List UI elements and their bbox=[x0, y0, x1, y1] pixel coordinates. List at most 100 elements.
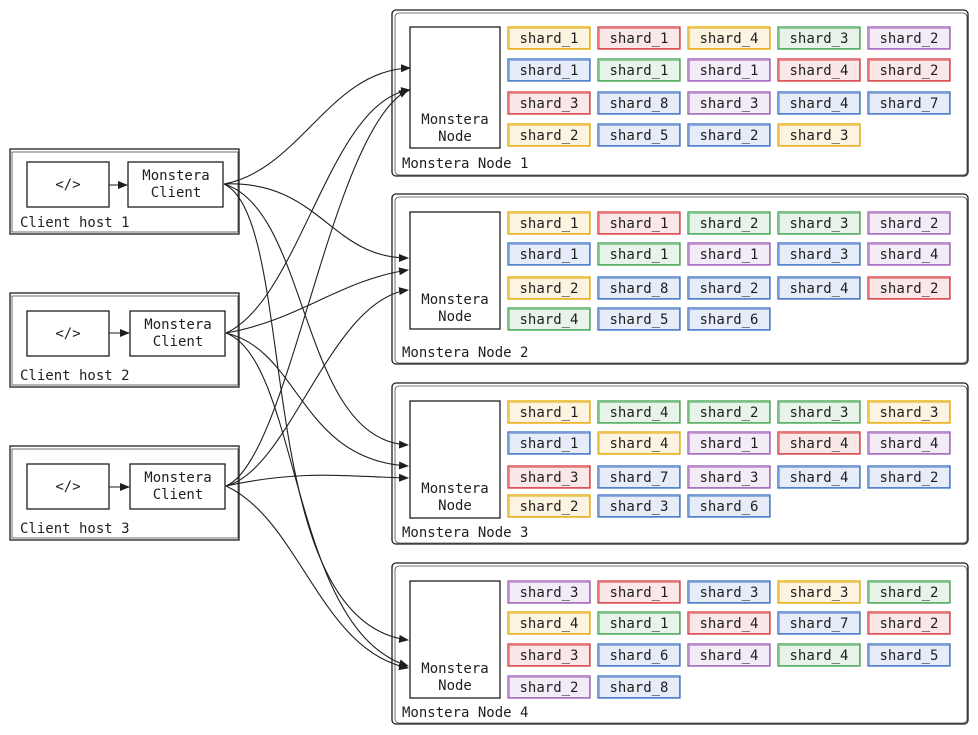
shard-chip: shard_4 bbox=[507, 611, 591, 635]
client-label-line2: Client bbox=[153, 487, 204, 503]
node-label-line2: Node bbox=[438, 498, 472, 514]
shard-label: shard_1 bbox=[609, 585, 668, 601]
node-process-box bbox=[409, 580, 501, 699]
shard-chip: shard_3 bbox=[777, 211, 861, 235]
shard-chip: shard_1 bbox=[507, 400, 591, 424]
shard-label: shard_1 bbox=[609, 63, 668, 79]
shard-chip: shard_3 bbox=[507, 465, 591, 489]
node-label-line1: Monstera bbox=[421, 661, 488, 677]
node-title: Monstera Node 4 bbox=[402, 705, 528, 721]
client-label-line1: Monstera bbox=[144, 470, 211, 486]
node-label-line2: Node bbox=[438, 678, 472, 694]
shard-label: shard_1 bbox=[519, 63, 578, 79]
shard-chip: shard_1 bbox=[507, 242, 591, 266]
code-box bbox=[26, 161, 110, 208]
shard-label: shard_4 bbox=[609, 436, 668, 452]
node-frame bbox=[391, 562, 969, 725]
shard-chip: shard_4 bbox=[597, 400, 681, 424]
shard-chip: shard_2 bbox=[687, 276, 771, 300]
shard-label: shard_6 bbox=[699, 499, 758, 515]
shard-chip: shard_1 bbox=[597, 58, 681, 82]
shard-chip: shard_8 bbox=[597, 675, 681, 699]
shard-chip: shard_4 bbox=[687, 643, 771, 667]
shard-chip: shard_4 bbox=[777, 465, 861, 489]
shard-label: shard_8 bbox=[609, 281, 668, 297]
client-host-1: </> Monstera Client Client host 1 bbox=[9, 148, 240, 235]
shard-label: shard_8 bbox=[609, 680, 668, 696]
shard-label: shard_2 bbox=[519, 499, 578, 515]
client-label-line1: Monstera bbox=[144, 317, 211, 333]
code-box bbox=[26, 463, 110, 510]
shard-label: shard_1 bbox=[699, 63, 758, 79]
shard-chip: shard_2 bbox=[867, 580, 951, 604]
shard-label: shard_3 bbox=[609, 499, 668, 515]
shard-chip: shard_4 bbox=[687, 26, 771, 50]
shard-chip: shard_7 bbox=[597, 465, 681, 489]
shard-label: shard_3 bbox=[789, 31, 848, 47]
shard-chip: shard_3 bbox=[777, 123, 861, 147]
client-to-node-arrow bbox=[225, 473, 409, 487]
shard-chip: shard_6 bbox=[687, 307, 771, 331]
shard-label: shard_4 bbox=[519, 616, 578, 632]
shard-chip: shard_4 bbox=[777, 431, 861, 455]
client-to-node-arrow bbox=[225, 332, 409, 470]
shard-chip: shard_2 bbox=[867, 26, 951, 50]
shard-label: shard_4 bbox=[789, 436, 848, 452]
node-title: Monstera Node 1 bbox=[402, 156, 528, 172]
shard-chip: shard_1 bbox=[507, 211, 591, 235]
shard-chip: shard_7 bbox=[867, 91, 951, 115]
node-process-box bbox=[409, 211, 501, 330]
shard-label: shard_3 bbox=[519, 470, 578, 486]
shard-chip: shard_1 bbox=[687, 58, 771, 82]
client-to-node-arrow bbox=[223, 183, 409, 262]
client-to-node-arrow bbox=[225, 267, 409, 334]
client-host-3: </> Monstera Client Client host 3 bbox=[9, 445, 240, 541]
shard-chip: shard_3 bbox=[597, 494, 681, 518]
shard-chip: shard_4 bbox=[777, 276, 861, 300]
shard-label: shard_2 bbox=[879, 63, 938, 79]
shard-label: shard_2 bbox=[879, 616, 938, 632]
client-to-node-arrow bbox=[225, 287, 409, 487]
shard-label: shard_3 bbox=[789, 216, 848, 232]
shard-label: shard_3 bbox=[519, 96, 578, 112]
client-to-node-arrow bbox=[223, 64, 411, 185]
shard-chip: shard_2 bbox=[687, 211, 771, 235]
shard-label: shard_3 bbox=[699, 470, 758, 486]
shard-label: shard_1 bbox=[519, 436, 578, 452]
node-frame bbox=[391, 9, 969, 177]
shard-label: shard_3 bbox=[699, 96, 758, 112]
client-label-line2: Client bbox=[151, 185, 202, 201]
shard-chip: shard_3 bbox=[507, 91, 591, 115]
shard-chip: shard_3 bbox=[687, 91, 771, 115]
shard-chip: shard_4 bbox=[867, 431, 951, 455]
shard-chip: shard_2 bbox=[867, 276, 951, 300]
shard-label: shard_4 bbox=[789, 96, 848, 112]
client-host-label: Client host 1 bbox=[20, 215, 130, 231]
shard-chip: shard_1 bbox=[597, 26, 681, 50]
shard-label: shard_2 bbox=[519, 281, 578, 297]
shard-chip: shard_3 bbox=[777, 580, 861, 604]
shard-label: shard_1 bbox=[609, 616, 668, 632]
shard-label: shard_1 bbox=[519, 216, 578, 232]
shard-chip: shard_5 bbox=[867, 643, 951, 667]
shard-label: shard_4 bbox=[789, 63, 848, 79]
code-box bbox=[26, 310, 110, 357]
shard-chip: shard_1 bbox=[597, 242, 681, 266]
shard-label: shard_1 bbox=[519, 31, 578, 47]
shard-label: shard_4 bbox=[699, 31, 758, 47]
shard-chip: shard_2 bbox=[507, 494, 591, 518]
shard-label: shard_3 bbox=[789, 128, 848, 144]
client-to-node-arrow bbox=[225, 89, 409, 487]
shard-label: shard_1 bbox=[699, 247, 758, 263]
node-frame bbox=[391, 193, 969, 365]
shard-label: shard_5 bbox=[609, 128, 668, 144]
shard-label: shard_6 bbox=[699, 312, 758, 328]
node-label-line1: Monstera bbox=[421, 112, 488, 128]
shard-label: shard_2 bbox=[879, 470, 938, 486]
shard-label: shard_1 bbox=[609, 216, 668, 232]
shard-chip: shard_2 bbox=[507, 675, 591, 699]
